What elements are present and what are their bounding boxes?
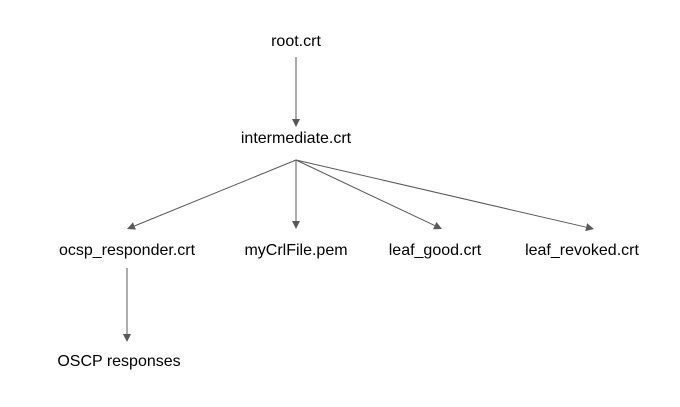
edge-ocsp-responses xyxy=(123,268,131,342)
node-intermediate: intermediate.crt xyxy=(241,130,352,147)
edge-intermediate-ocsp xyxy=(127,159,297,230)
node-ocsp: ocsp_responder.crt xyxy=(59,242,196,259)
arrowhead-icon xyxy=(292,119,300,127)
edge-line xyxy=(295,159,587,228)
arrowhead-icon xyxy=(127,222,136,230)
arrowhead-icon xyxy=(123,334,131,342)
edge-line xyxy=(134,159,297,227)
node-crl: myCrlFile.pem xyxy=(244,242,347,259)
node-root: root.crt xyxy=(271,33,321,50)
edge-line xyxy=(295,159,435,227)
nodes: root.crt intermediate.crt ocsp_responder.c… xyxy=(57,33,639,370)
edge-root-intermediate xyxy=(292,57,300,127)
arrowhead-icon xyxy=(292,221,300,229)
node-revoked: leaf_revoked.crt xyxy=(525,242,639,259)
arrowhead-icon xyxy=(433,221,442,230)
node-good: leaf_good.crt xyxy=(389,242,482,259)
edges xyxy=(123,57,594,342)
edge-intermediate-crl xyxy=(292,160,300,229)
edge-intermediate-revoked xyxy=(295,159,594,232)
edge-intermediate-good xyxy=(295,159,442,230)
node-responses: OSCP responses xyxy=(57,353,180,370)
arrowhead-icon xyxy=(585,223,594,232)
